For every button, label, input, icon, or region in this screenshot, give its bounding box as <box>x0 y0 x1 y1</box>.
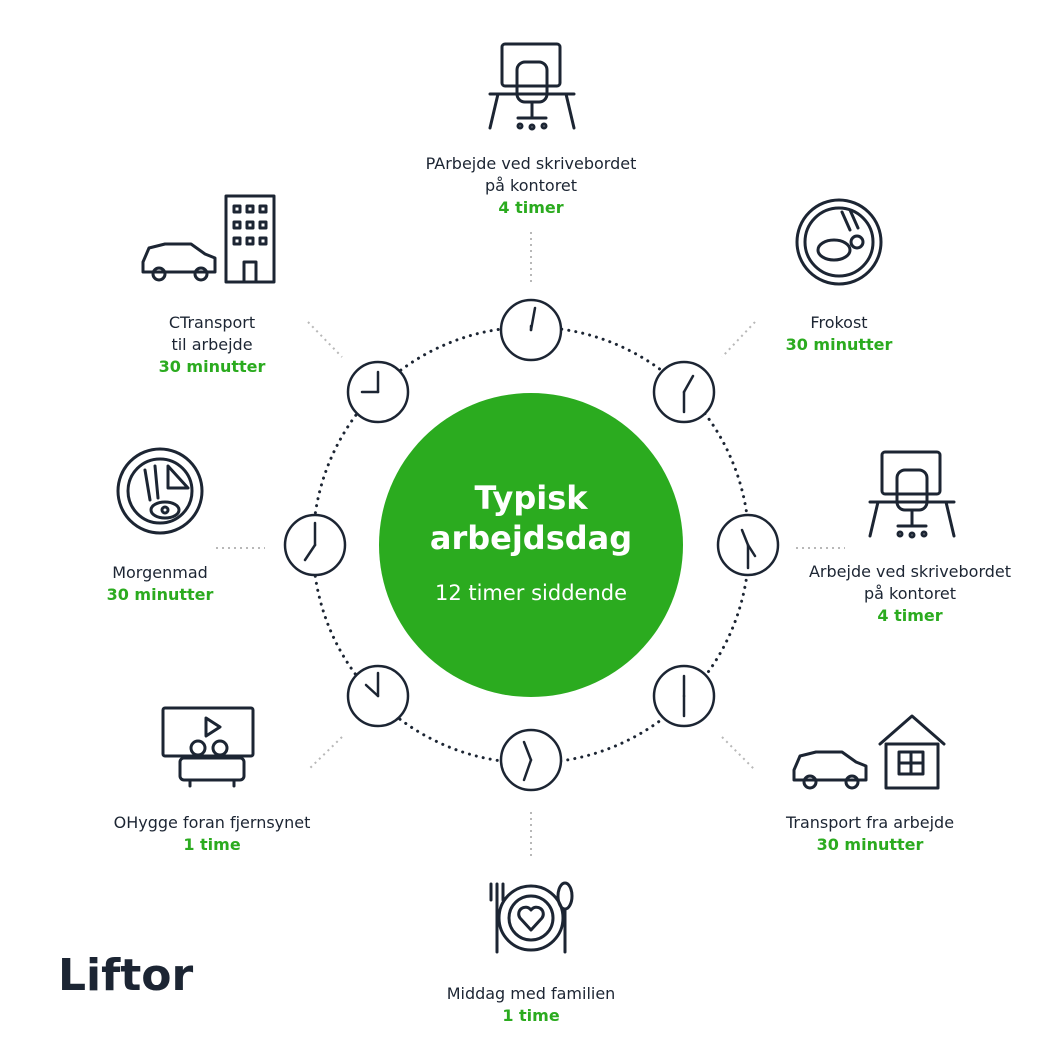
activity-duration: 1 time <box>183 835 241 854</box>
activity-title-line2: på kontoret <box>484 176 578 195</box>
activity-label: CTransport til arbejde 30 minutter <box>159 312 266 378</box>
activity-title: CTransport <box>168 313 256 332</box>
clock-icon <box>346 664 410 728</box>
clock-icon <box>346 360 410 424</box>
activity-label: Transport fra arbejde 30 minutter <box>786 812 954 856</box>
activity-duration: 1 time <box>502 1006 560 1025</box>
activity-title-line2: på kontoret <box>863 584 957 603</box>
activity-title: Morgenmad <box>112 563 208 582</box>
activity-duration: 4 timer <box>498 198 564 217</box>
activity-duration: 30 minutter <box>106 585 214 604</box>
activity-title: Arbejde ved skrivebordet <box>808 562 1012 581</box>
activity-duration: 4 timer <box>877 606 943 625</box>
activity-duration: 30 minutter <box>816 835 924 854</box>
activity-label: Frokost 30 minutter <box>786 312 893 356</box>
connector-line <box>721 321 756 358</box>
center-title-line1: Typisk <box>474 479 588 517</box>
activity-title: OHygge foran fjernsynet <box>113 813 311 832</box>
dinner-heart-icon <box>489 881 574 954</box>
connector-line <box>721 736 756 771</box>
activity-title-line2: til arbejde <box>171 335 253 354</box>
activity-title: Middag med familien <box>446 984 616 1003</box>
activity-label: Middag med familien 1 time <box>447 983 616 1027</box>
activity-title: Transport fra arbejde <box>785 813 955 832</box>
connector-line <box>307 736 343 771</box>
activity-duration: 30 minutter <box>158 357 266 376</box>
activity-duration: 30 minutter <box>785 335 893 354</box>
activity-label: Morgenmad 30 minutter <box>107 562 214 606</box>
tv-couch-icon <box>161 706 255 788</box>
lunch-plate-icon <box>795 198 883 286</box>
center-subtitle: 12 timer siddende <box>434 581 628 605</box>
clock-icon <box>716 513 780 577</box>
clock-icon <box>283 513 347 577</box>
clocks <box>283 298 780 792</box>
activity-title: Frokost <box>810 313 868 332</box>
car-office-icon <box>141 194 276 284</box>
activity-label: OHygge foran fjernsynet 1 time <box>114 812 311 856</box>
center-title-line2: arbejdsdag <box>429 519 633 557</box>
clock-icon <box>652 360 716 424</box>
activity-label: PArbejde ved skrivebordet på kontoret 4 … <box>426 153 637 219</box>
connector-line <box>307 321 343 358</box>
clock-icon <box>499 298 563 362</box>
breakfast-plate-icon <box>116 447 204 535</box>
clock-icon <box>499 728 563 792</box>
center-title: Typisk arbejdsdag <box>430 478 632 558</box>
center-disc <box>379 393 683 697</box>
clock-icon <box>652 664 716 728</box>
activity-title: PArbejde ved skrivebordet <box>425 154 637 173</box>
car-home-icon <box>792 714 946 790</box>
connector-lines <box>216 232 845 860</box>
activity-label: Arbejde ved skrivebordet på kontoret 4 t… <box>809 561 1011 627</box>
desk-workstation-icon <box>488 42 576 131</box>
desk-workstation-icon <box>868 450 956 539</box>
liftor-logo: Liftor <box>58 950 194 1001</box>
